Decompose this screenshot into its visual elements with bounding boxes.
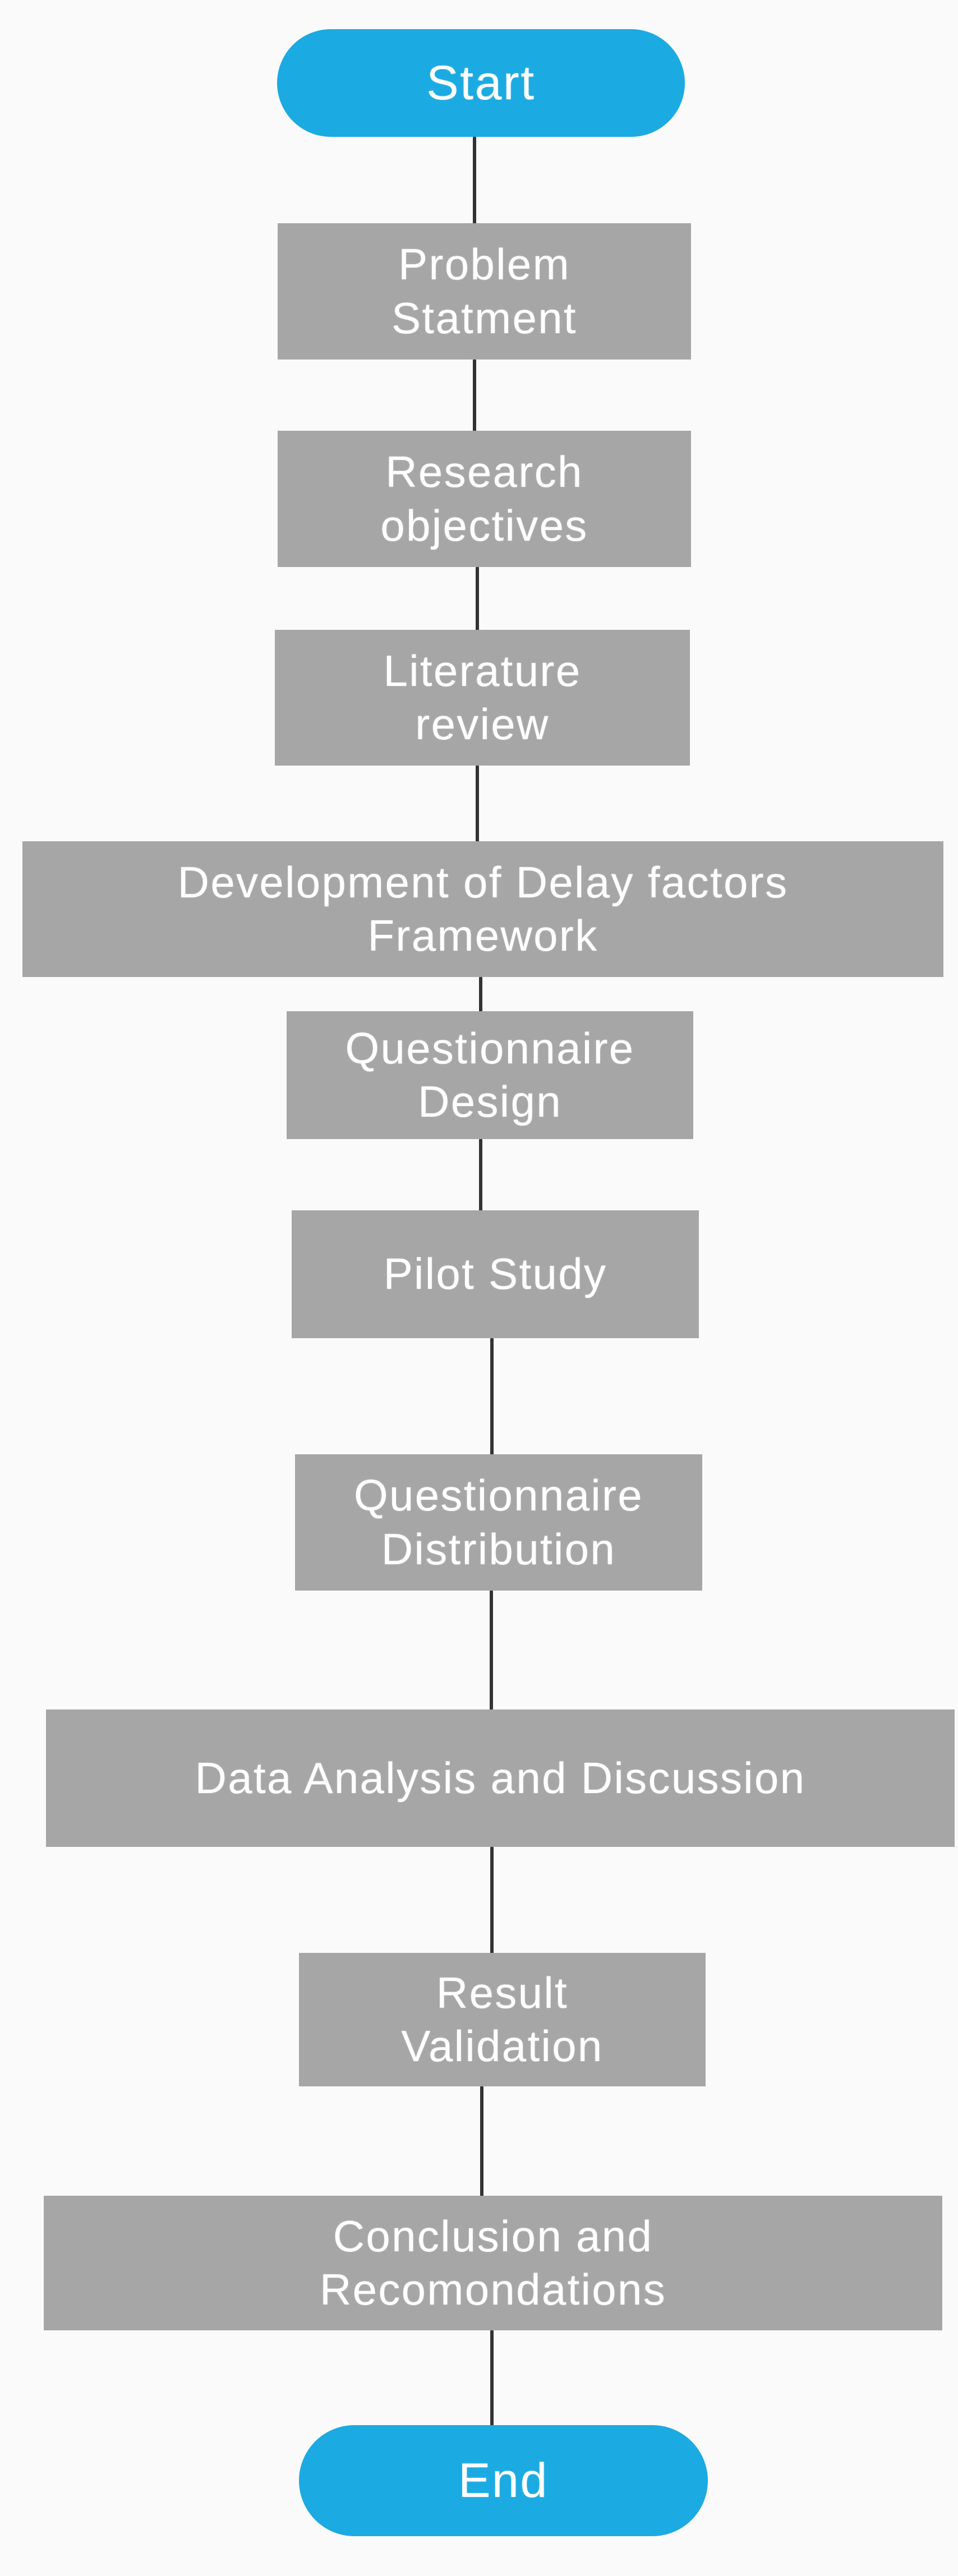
connector-edge-5 — [479, 977, 482, 1012]
node-end-label: End — [458, 2453, 549, 2508]
connector-edge-6 — [479, 1139, 482, 1211]
node-problem-statment: Problem Statment — [278, 223, 691, 360]
node-data-analysis-and-discussion: Data Analysis and Discussion — [46, 1709, 955, 1847]
node-research-objectives: Research objectives — [278, 431, 691, 567]
connector-edge-10 — [480, 2086, 483, 2197]
connector-edge-9 — [490, 1847, 494, 1954]
node-end: End — [299, 2425, 708, 2536]
node-start: Start — [277, 29, 685, 137]
node-pilot-study: Pilot Study — [292, 1210, 699, 1338]
connector-edge-3 — [476, 567, 479, 631]
node-conclusion-and-recomondations-label: Conclusion and Recomondations — [319, 2211, 667, 2314]
node-problem-statment-label: Problem Statment — [392, 239, 577, 343]
node-result-validation-label: Result Validation — [401, 1967, 604, 2071]
node-data-analysis-and-discussion-label: Data Analysis and Discussion — [195, 1753, 806, 1803]
node-pilot-study-label: Pilot Study — [383, 1249, 607, 1299]
node-questionnaire-distribution: Questionnaire Distribution — [295, 1454, 702, 1591]
node-literature-review-label: Literature review — [383, 646, 582, 749]
connector-edge-2 — [473, 360, 476, 432]
node-conclusion-and-recomondations: Conclusion and Recomondations — [44, 2196, 942, 2330]
connector-edge-4 — [476, 766, 479, 842]
node-literature-review: Literature review — [275, 630, 690, 766]
node-result-validation: Result Validation — [299, 1953, 706, 2086]
connector-edge-8 — [490, 1591, 493, 1711]
node-questionnaire-design-label: Questionnaire Design — [345, 1023, 635, 1126]
node-questionnaire-design: Questionnaire Design — [287, 1011, 693, 1139]
connector-edge-7 — [490, 1338, 494, 1455]
node-questionnaire-distribution-label: Questionnaire Distribution — [353, 1471, 644, 1574]
node-development-of-delay-factors-framework-label: Development of Delay factors Framework — [177, 857, 789, 960]
connector-edge-1 — [473, 137, 476, 224]
connector-edge-11 — [490, 2330, 494, 2426]
node-start-label: Start — [426, 56, 536, 110]
node-research-objectives-label: Research objectives — [380, 447, 588, 550]
node-development-of-delay-factors-framework: Development of Delay factors Framework — [22, 841, 943, 977]
